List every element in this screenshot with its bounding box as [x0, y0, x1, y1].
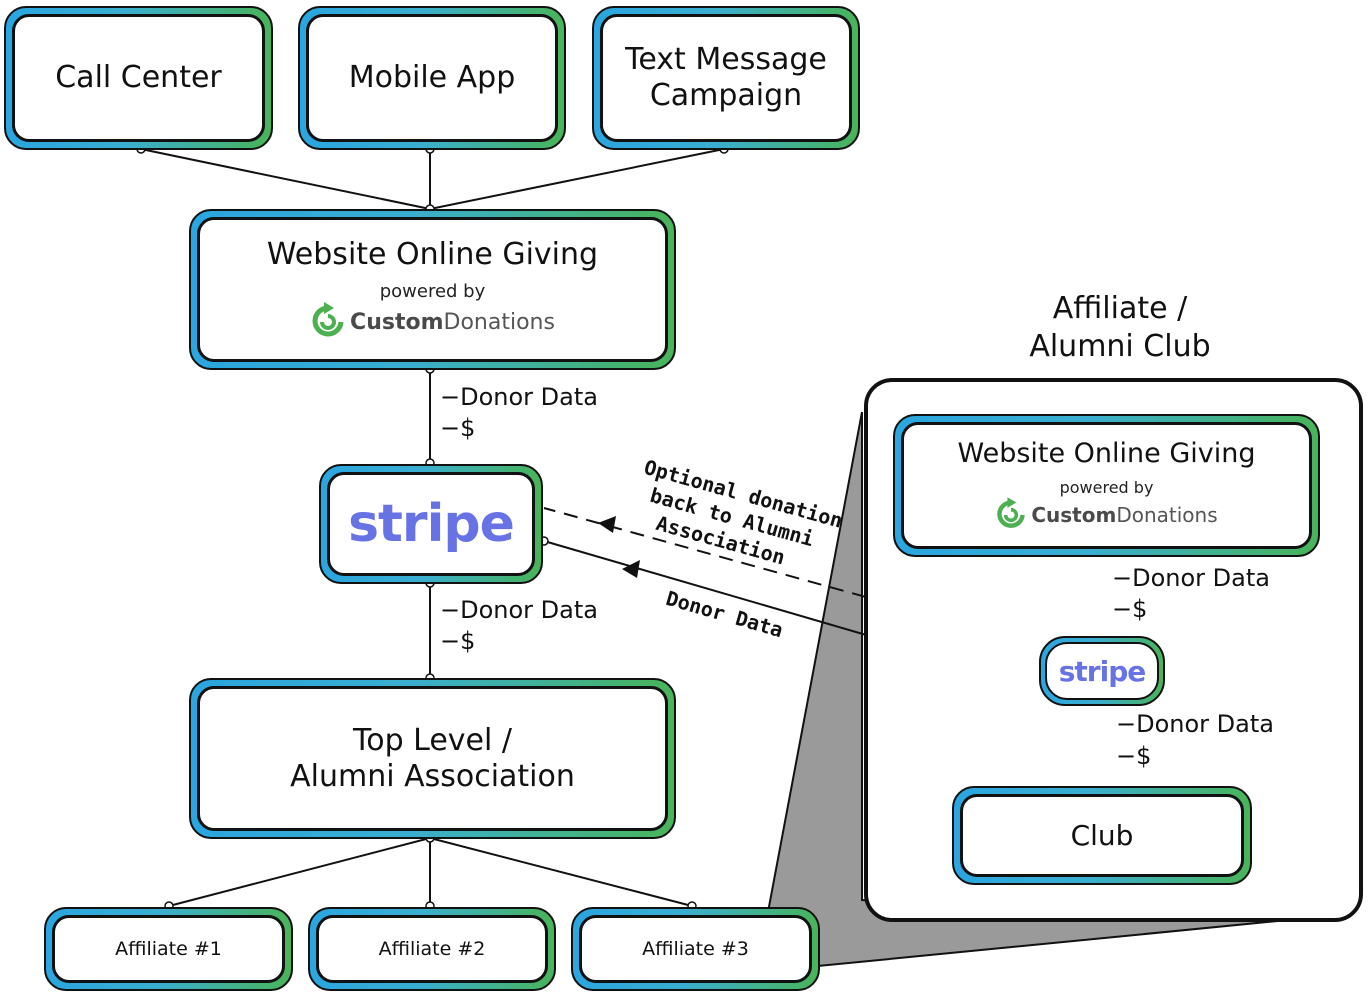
affiliate-2-label: Affiliate #2: [378, 937, 486, 960]
money-text-2: $: [460, 627, 476, 655]
text-campaign-label-line1: Text Message: [625, 42, 827, 77]
customdonations-brand-bold: Custom: [350, 309, 444, 335]
club-powered-by-text: powered by: [1059, 478, 1154, 498]
stripe-logo: stripe: [348, 494, 515, 554]
affiliate-1-label: Affiliate #1: [115, 937, 222, 960]
club-flow-label-donor-data-2: −Donor Data: [1116, 710, 1274, 738]
flow-label-donor-data-1: −Donor Data: [440, 383, 598, 411]
call-center-label: Call Center: [55, 60, 222, 95]
top-level-node: Top Level / Alumni Association: [189, 678, 676, 839]
call-center-node: Call Center: [4, 6, 273, 150]
club-panel-title-line2: Alumni Club: [1029, 329, 1211, 364]
website-giving-title: Website Online Giving: [266, 236, 599, 272]
club-donor-data-text-1: Donor Data: [1132, 564, 1270, 592]
text-campaign-node: Text Message Campaign: [592, 6, 860, 150]
top-level-label-line2: Alumni Association: [290, 758, 575, 794]
club-stripe-logo: stripe: [1058, 654, 1146, 688]
stripe-node: stripe: [319, 464, 543, 584]
club-label: Club: [1070, 818, 1134, 852]
text-campaign-label-line2: Campaign: [649, 78, 803, 113]
flow-label-money-2: −$: [440, 627, 476, 655]
customdonations-brand-light: Donations: [443, 309, 555, 335]
affiliate-3-label: Affiliate #3: [642, 937, 749, 960]
money-text-1: $: [460, 414, 476, 442]
affiliate-1-node: Affiliate #1: [44, 907, 293, 991]
club-customdonations-brand-bold: Custom: [1031, 503, 1117, 528]
donor-data-text-2: Donor Data: [460, 596, 598, 624]
flow-label-money-1: −$: [440, 414, 476, 442]
club-flow-label-money-1: −$: [1112, 595, 1148, 623]
club-money-text-2: $: [1136, 742, 1152, 770]
customdonations-icon: [312, 302, 344, 337]
club-stripe-node: stripe: [1039, 636, 1165, 706]
club-money-text-1: $: [1132, 595, 1148, 623]
flow-label-donor-data-2: −Donor Data: [440, 596, 598, 624]
club-customdonations-brand-light: Donations: [1116, 503, 1218, 528]
mobile-app-node: Mobile App: [298, 6, 566, 150]
club-website-giving-title: Website Online Giving: [957, 437, 1256, 469]
club-donor-data-text-2: Donor Data: [1136, 710, 1274, 738]
affiliate-2-node: Affiliate #2: [308, 907, 556, 991]
club-flow-label-money-2: −$: [1116, 742, 1152, 770]
affiliate-3-node: Affiliate #3: [571, 907, 820, 991]
club-flow-label-donor-data-1: −Donor Data: [1112, 564, 1270, 592]
top-level-label-line1: Top Level /: [353, 722, 512, 758]
club-node: Club: [952, 786, 1252, 885]
club-panel-title: Affiliate / Alumni Club: [990, 290, 1250, 366]
club-customdonations-icon: [997, 497, 1026, 529]
powered-by-text: powered by: [379, 280, 486, 302]
club-panel-title-line1: Affiliate /: [1052, 291, 1188, 326]
donor-data-text-1: Donor Data: [460, 383, 598, 411]
mobile-app-label: Mobile App: [348, 60, 516, 95]
